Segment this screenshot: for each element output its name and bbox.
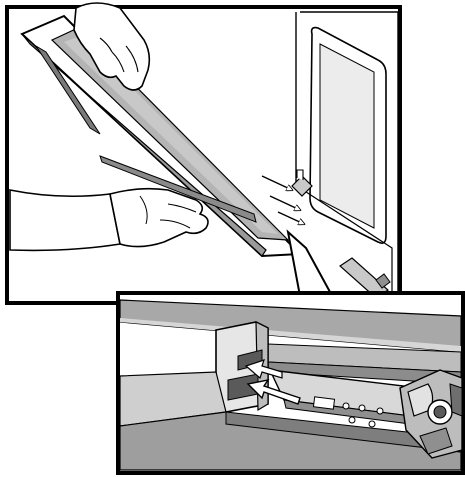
hinge-arm-hole xyxy=(377,408,383,414)
hinge-arm-slot xyxy=(313,397,334,409)
hinge-arm-hole xyxy=(359,405,365,411)
bottom-panel xyxy=(118,293,463,473)
hinge-arm-hole xyxy=(369,421,375,427)
hinge-pivot-inner xyxy=(434,406,446,418)
hinge-arm-hole xyxy=(343,403,349,409)
hinge-arm-hole xyxy=(349,417,355,423)
oven-window-inner xyxy=(320,44,374,228)
sleeve xyxy=(10,190,120,250)
top-panel xyxy=(7,3,400,303)
